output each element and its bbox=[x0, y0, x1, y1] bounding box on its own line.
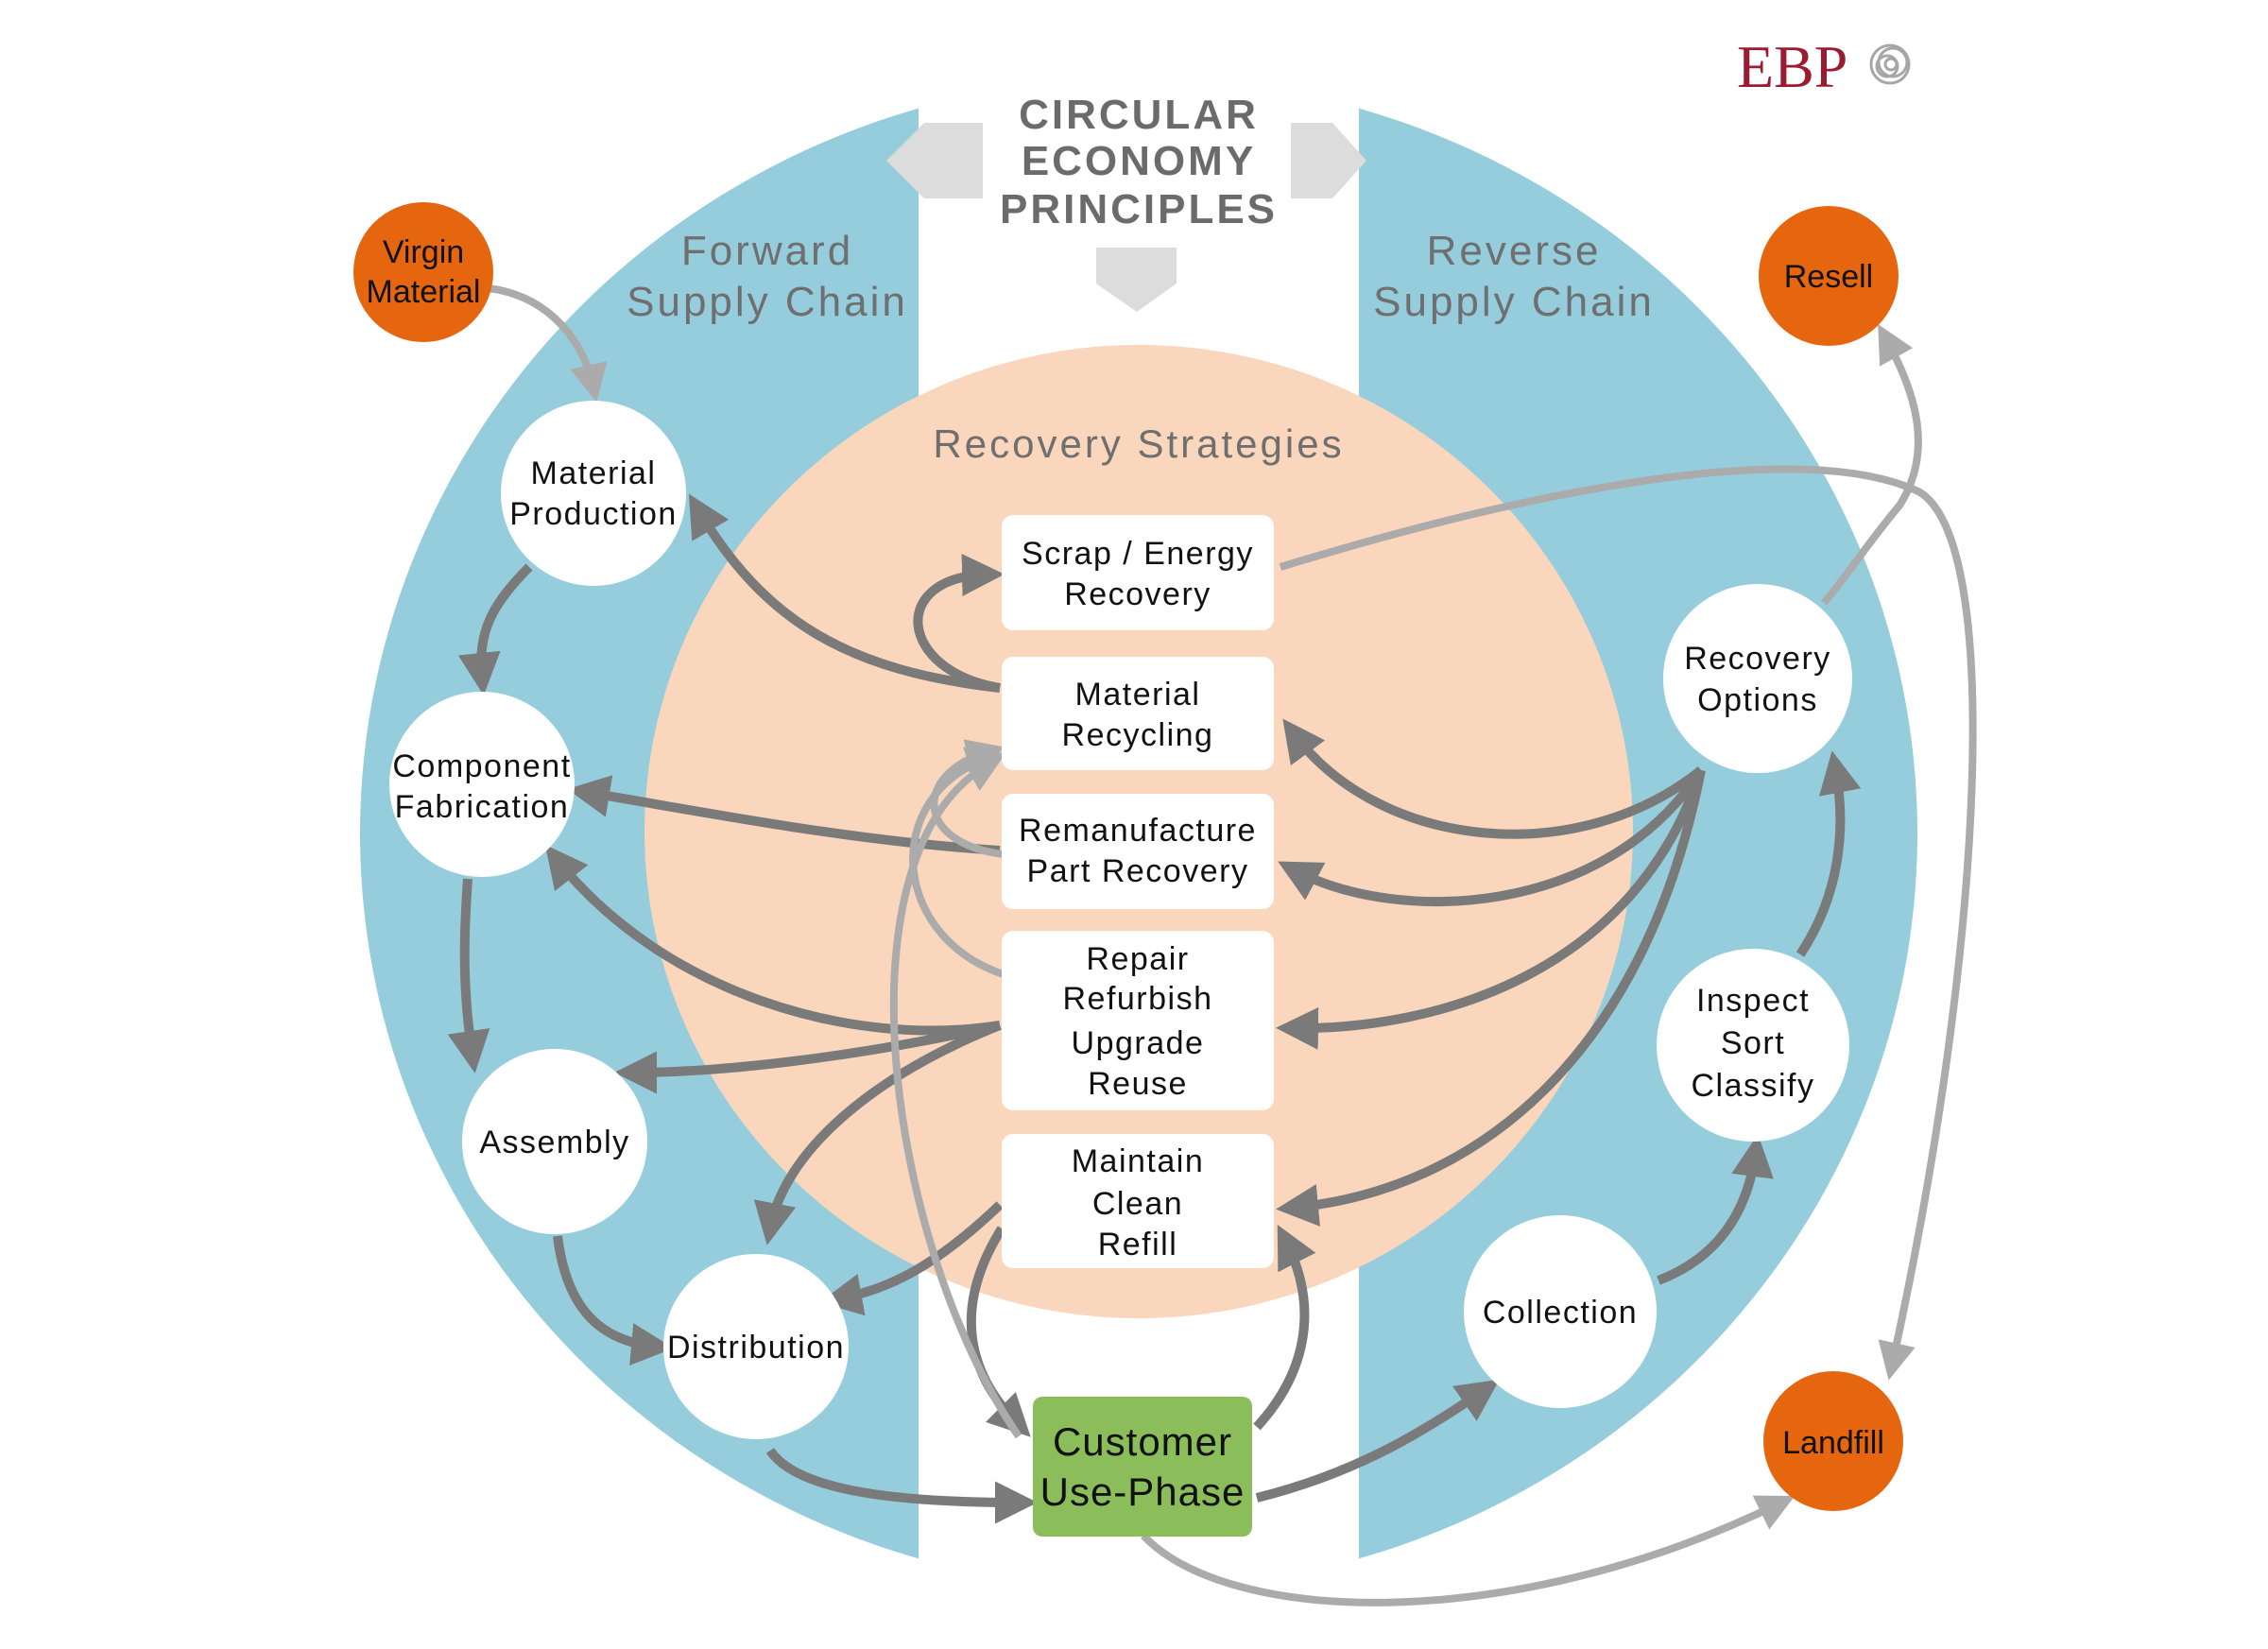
arrow-virgin-to-production bbox=[486, 284, 608, 403]
svg-text:Supply Chain: Supply Chain bbox=[627, 279, 908, 325]
chevron-down-icon bbox=[1096, 248, 1177, 312]
svg-text:Refill: Refill bbox=[1098, 1227, 1178, 1263]
svg-text:Landfill: Landfill bbox=[1782, 1425, 1884, 1461]
svg-text:ECONOMY: ECONOMY bbox=[1022, 138, 1256, 184]
svg-text:Recovery: Recovery bbox=[1684, 641, 1831, 677]
arrow-inspect-to-options bbox=[1796, 750, 1862, 957]
arrow-customer-to-maintain bbox=[1253, 1224, 1316, 1431]
svg-text:Repair: Repair bbox=[1086, 941, 1189, 977]
repair-refurbish-upgrade-reuse-box: Repair Refurbish Upgrade Reuse bbox=[1002, 931, 1274, 1110]
logo-rings-icon bbox=[1869, 43, 1911, 85]
svg-text:Virgin: Virgin bbox=[383, 234, 464, 270]
svg-text:Fabrication: Fabrication bbox=[395, 789, 570, 825]
arrow-remanufacture-to-fabrication bbox=[567, 775, 1001, 855]
svg-text:Forward: Forward bbox=[681, 228, 853, 274]
arrow-assembly-to-distribution bbox=[553, 1235, 674, 1366]
chevron-right-icon bbox=[1291, 123, 1366, 198]
collection-node: Collection bbox=[1464, 1215, 1657, 1408]
svg-text:Material: Material bbox=[367, 274, 481, 310]
svg-text:Use-Phase: Use-Phase bbox=[1040, 1469, 1246, 1514]
svg-text:Supply Chain: Supply Chain bbox=[1373, 279, 1655, 325]
recovery-options-node: Recovery Options bbox=[1663, 584, 1852, 773]
svg-text:Clean: Clean bbox=[1092, 1186, 1183, 1222]
svg-text:Upgrade: Upgrade bbox=[1072, 1025, 1205, 1061]
arrow-fabrication-to-assembly bbox=[447, 878, 490, 1074]
svg-text:EBP: EBP bbox=[1737, 33, 1847, 100]
page-title: CIRCULAR ECONOMY PRINCIPLES bbox=[1000, 92, 1278, 232]
arrow-scrap-to-landfill bbox=[1279, 465, 1977, 1381]
svg-text:Customer: Customer bbox=[1053, 1419, 1232, 1464]
svg-text:Remanufacture: Remanufacture bbox=[1019, 813, 1257, 849]
resell-node: Resell bbox=[1759, 206, 1899, 346]
svg-text:Reuse: Reuse bbox=[1088, 1066, 1188, 1102]
arrow-production-to-fabrication bbox=[457, 563, 533, 696]
svg-text:Options: Options bbox=[1697, 682, 1818, 718]
recovery-strategies-label: Recovery Strategies bbox=[933, 421, 1344, 466]
assembly-node: Assembly bbox=[462, 1049, 647, 1234]
flow-arrows bbox=[447, 284, 1977, 1606]
ebp-logo: EBP bbox=[1737, 33, 1911, 100]
arrow-repair-to-assembly bbox=[614, 1021, 1002, 1094]
svg-text:PRINCIPLES: PRINCIPLES bbox=[1000, 186, 1278, 232]
chevron-left-icon bbox=[886, 123, 983, 198]
arrow-maintain-to-distribution bbox=[819, 1201, 1004, 1316]
inspect-sort-classify-node: Inspect Sort Classify bbox=[1657, 949, 1849, 1142]
svg-text:Classify: Classify bbox=[1691, 1068, 1814, 1104]
arrow-recycling-to-scrap bbox=[913, 554, 1005, 693]
svg-text:Inspect: Inspect bbox=[1696, 983, 1810, 1019]
arrow-distribution-to-customer bbox=[765, 1447, 1038, 1524]
material-production-node: Material Production bbox=[501, 401, 686, 586]
svg-text:Reverse: Reverse bbox=[1427, 228, 1602, 274]
maintain-clean-refill-box: Maintain Clean Refill bbox=[1002, 1134, 1274, 1268]
arrow-options-to-maintain bbox=[1276, 769, 1706, 1227]
landfill-node: Landfill bbox=[1763, 1371, 1903, 1511]
arrow-collection-to-inspect bbox=[1657, 1134, 1774, 1285]
virgin-material-node: Virgin Material bbox=[353, 202, 493, 342]
forward-supply-chain-label: Forward Supply Chain bbox=[627, 228, 908, 325]
svg-text:Component: Component bbox=[392, 748, 571, 784]
component-fabrication-node: Component Fabrication bbox=[389, 692, 575, 877]
svg-text:Maintain: Maintain bbox=[1072, 1143, 1205, 1179]
scrap-energy-recovery-box: Scrap / Energy Recovery bbox=[1002, 515, 1274, 630]
svg-text:CIRCULAR: CIRCULAR bbox=[1019, 92, 1259, 138]
arrow-options-to-resell bbox=[1820, 324, 1922, 606]
customer-use-phase-box: Customer Use-Phase bbox=[1033, 1397, 1252, 1537]
svg-text:Recycling: Recycling bbox=[1062, 717, 1214, 753]
svg-text:Assembly: Assembly bbox=[479, 1125, 629, 1160]
arrow-options-to-repair bbox=[1276, 768, 1706, 1050]
arrow-repair-to-distribution bbox=[753, 1021, 1002, 1245]
svg-text:Part Recovery: Part Recovery bbox=[1027, 853, 1249, 889]
svg-text:Material: Material bbox=[1075, 677, 1201, 713]
arrow-options-to-remanufacture bbox=[1278, 767, 1706, 907]
arrow-customer-to-landfill bbox=[1141, 1495, 1796, 1606]
arrow-customer-to-recycling bbox=[889, 756, 1022, 1439]
svg-text:Refurbish: Refurbish bbox=[1062, 981, 1212, 1017]
material-recycling-box: Material Recycling bbox=[1002, 657, 1274, 770]
arrow-recycling-to-production bbox=[688, 493, 1001, 693]
svg-text:Scrap / Energy: Scrap / Energy bbox=[1022, 536, 1254, 572]
arrow-options-to-recycling bbox=[1282, 718, 1705, 839]
svg-text:Sort: Sort bbox=[1721, 1025, 1785, 1061]
svg-text:Distribution: Distribution bbox=[667, 1330, 845, 1366]
arrow-customer-to-collection bbox=[1255, 1379, 1500, 1503]
reverse-supply-chain-label: Reverse Supply Chain bbox=[1373, 228, 1655, 325]
arrow-repair-to-fabrication bbox=[544, 844, 1001, 1036]
distribution-node: Distribution bbox=[663, 1254, 849, 1439]
remanufacture-part-recovery-box: Remanufacture Part Recovery bbox=[1002, 794, 1274, 909]
svg-text:Collection: Collection bbox=[1483, 1295, 1638, 1331]
svg-text:Resell: Resell bbox=[1784, 259, 1873, 295]
svg-text:Production: Production bbox=[509, 496, 678, 532]
svg-text:Recovery: Recovery bbox=[1064, 576, 1211, 612]
svg-text:Material: Material bbox=[531, 455, 657, 491]
